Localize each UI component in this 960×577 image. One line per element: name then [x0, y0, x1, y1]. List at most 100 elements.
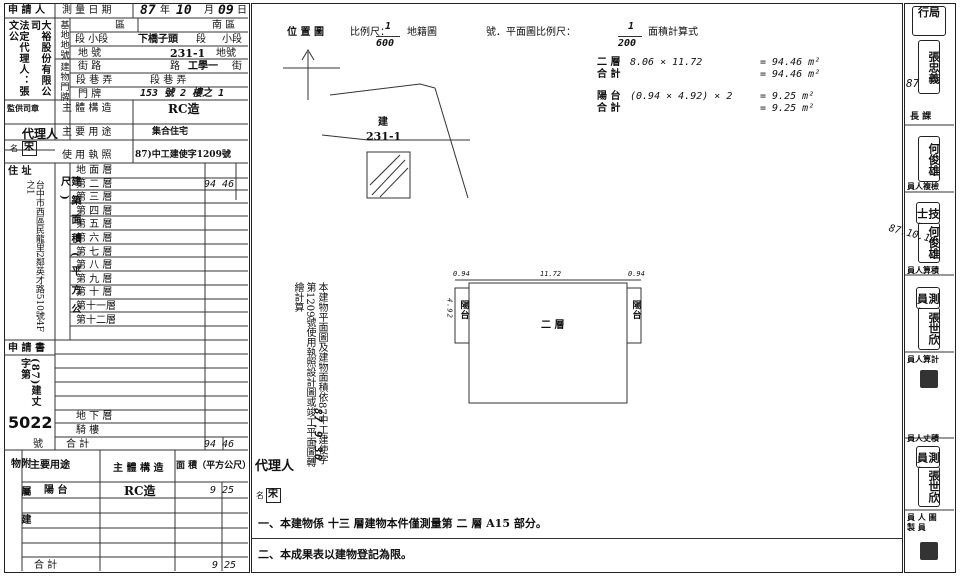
- survey-month: 10: [176, 3, 192, 18]
- checker-label: 員人複檢: [907, 181, 939, 191]
- cadastral-line-top: [329, 83, 436, 96]
- drawing-agent-prefix: 名: [256, 491, 264, 500]
- total-label: 合 計: [66, 439, 90, 450]
- calc-row-label: 合 計: [597, 103, 621, 114]
- checker-title-stamp: 技士: [915, 202, 940, 224]
- floor-row-name: 第 二 層: [76, 178, 113, 190]
- cadastral-label: 地籍圖: [407, 27, 437, 38]
- calc-row-formula: (0.94 × 4.92) × 2: [630, 91, 733, 102]
- balcony-right: [626, 287, 642, 344]
- agent-name: 宋: [24, 142, 34, 153]
- floor-row-name: 第 三 層: [76, 192, 113, 204]
- top-stamp: 行局: [912, 6, 946, 36]
- structure-label: 主 體 構 造: [62, 103, 112, 114]
- map-label-2: 製 員: [907, 522, 926, 532]
- calc-name-stamp: 張世欣: [918, 307, 940, 350]
- checker-stamp-name: 何俊雄: [918, 136, 940, 182]
- north-arrow-head: [301, 49, 315, 61]
- base-lot-label: 基地地號: [58, 20, 69, 60]
- floor-row-name: 第 十 層: [76, 287, 113, 299]
- underground-label: 地 下 層: [76, 411, 113, 422]
- site-plan-label: 位 置 圖: [287, 27, 324, 38]
- floor-area-column-label: 建築面積(平方公尺): [58, 176, 81, 323]
- street-label: 街 路: [78, 61, 102, 72]
- draw-title-stamp: 測員: [915, 446, 940, 468]
- calc-row-formula: 8.06 × 11.72: [630, 57, 703, 68]
- structure-value: RC造: [168, 102, 200, 116]
- annex-header-area: 面 積（平方公尺）: [176, 461, 252, 471]
- chief-date: 87: [906, 77, 920, 90]
- site-lot-label: 231-1: [366, 130, 402, 143]
- annex-header-main: 主要用途: [30, 460, 70, 471]
- floor-row-name: 第 八 層: [76, 260, 113, 272]
- chief-label: 長 課: [910, 112, 932, 122]
- annex-header-structure: 主 體 構 造: [113, 463, 164, 474]
- cadastral-line-right: [434, 87, 469, 199]
- floor-row-name: 第 七 層: [76, 246, 113, 258]
- floor-row-name: 第 四 層: [76, 205, 113, 217]
- alley-value: 段 巷 弄: [150, 75, 187, 86]
- application-number: 5022: [8, 413, 53, 432]
- map-seal-icon: [920, 542, 938, 560]
- plan-scale-label: 號．平面圖比例尺：: [486, 27, 576, 38]
- street-value: 工學一: [188, 61, 218, 72]
- balcony-left: [454, 287, 470, 344]
- plan-scale-bar: [618, 36, 642, 37]
- calc-total-label: 員人算計: [907, 354, 939, 364]
- calc-row-label: 合 計: [597, 69, 621, 80]
- agent-seal: [22, 141, 37, 156]
- balcony-right-label: 陽台: [630, 300, 641, 320]
- applicant-label: 申 請 人: [8, 5, 45, 16]
- arcade-label: 騎 樓: [76, 425, 100, 436]
- plan-right-edge: 0.94: [628, 270, 645, 278]
- alley-label: 段 巷 弄: [76, 75, 113, 86]
- calc-row-result: = 94.46 m²: [760, 57, 821, 68]
- draw-label: 員人丈積: [907, 433, 939, 443]
- building-label: 建: [378, 117, 388, 128]
- floor-row-name: 第 九 層: [76, 273, 113, 285]
- calc-row-label: 二 層: [597, 57, 621, 68]
- balcony-left-label: 陽台: [458, 300, 469, 320]
- owner-legal-rep: 法定代理人：張文公: [6, 20, 29, 97]
- month-unit: 月: [204, 5, 214, 16]
- plan-left-edge: 0.94: [453, 270, 470, 278]
- calc-seal-icon: [920, 370, 938, 388]
- footer-note-1: 一、本建物係 十三 層建物本件僅測量第 二 層 A15 部分。: [258, 517, 547, 530]
- survey-date-label: 測 量 日 期: [62, 5, 112, 16]
- address-value: 台中市西區民龍里2鄰英才路510號4F之1: [24, 180, 44, 332]
- door-plate-label: 建物門牌: [58, 62, 69, 102]
- calc-label: 面積計算式: [648, 27, 698, 38]
- checker-name-stamp: 何俊雄: [918, 222, 940, 263]
- annex-row-use: 陽 台: [44, 485, 68, 496]
- number-label: 門 牌: [78, 89, 102, 100]
- calc-row-result: = 9.25 m²: [760, 91, 815, 102]
- plan-scale-den: 200: [618, 38, 637, 49]
- license-label: 使 用 執 照: [62, 150, 112, 161]
- site-scale-label: 比例尺：: [350, 27, 390, 38]
- district-value: 南 區: [212, 20, 236, 31]
- floor-row-name: 地 面 層: [76, 165, 113, 176]
- calc-label-stamp: 員人算積: [907, 265, 939, 275]
- annex-row-structure: RC造: [124, 484, 156, 498]
- chief-stamp: 張忠義: [918, 40, 940, 94]
- street-unit: 路: [170, 61, 180, 72]
- floor-row-value: 94 46: [204, 178, 235, 190]
- agent-name-prefix: 名: [10, 144, 18, 153]
- drawing-agent-label: 代理人: [255, 459, 295, 474]
- drawing-note: 本建物平面圖及建物面積依87中工建使字第1209號使用執照設計圖或竣工平面圖轉繪…: [292, 282, 327, 468]
- section-value: 下橋子頭: [138, 34, 178, 45]
- floor-row-name: 第十二層: [76, 314, 116, 326]
- plan-scale-num: 1: [628, 21, 635, 32]
- calc-row-result: = 94.46 m²: [760, 69, 821, 80]
- floor-label: 二 層: [541, 320, 565, 331]
- stamps-frame: [904, 3, 956, 573]
- section-label: 段 小段: [75, 34, 109, 45]
- seal-prefix: 監供司章: [7, 103, 39, 113]
- application-number-prefix: (87)建丈字第: [18, 358, 41, 408]
- day-unit: 日: [237, 5, 247, 16]
- annex-row-area: 9 25: [210, 485, 235, 496]
